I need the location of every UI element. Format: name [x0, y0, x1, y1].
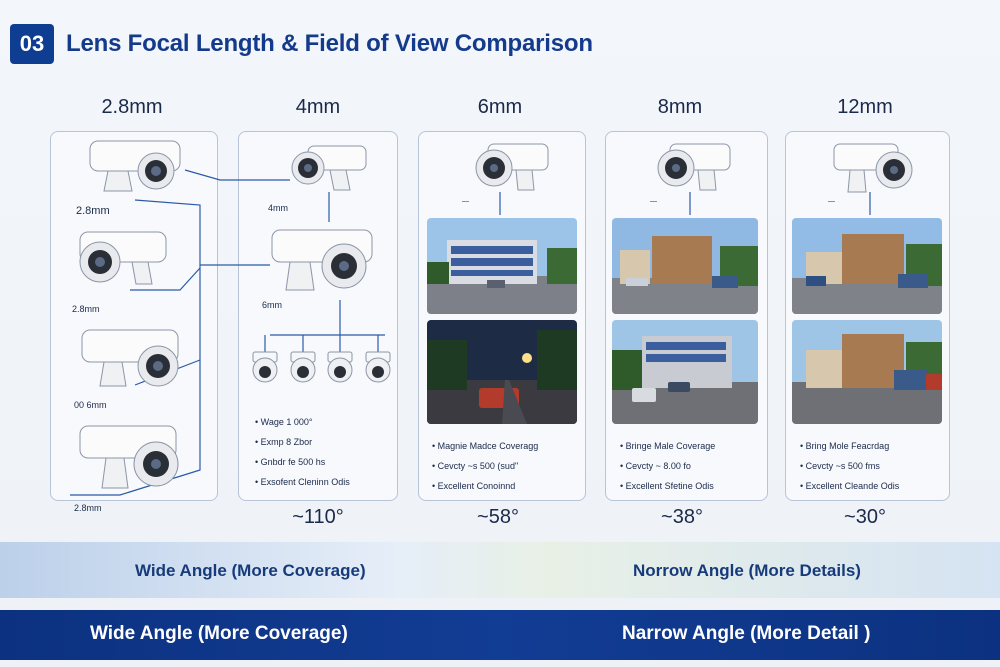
spec-list-6mm: Magnie Madce Coveragg Cevcty ~s 500 (sud…: [432, 436, 539, 496]
scene-photo-day-medium: [612, 218, 758, 314]
spec-item: Exmp 8 Zbor: [255, 432, 350, 452]
spec-item: Cevcty ~s 500 fms: [800, 456, 899, 476]
spec-item: Bringe Male Coverage: [620, 436, 716, 456]
dome-camera-icon: [290, 351, 316, 383]
spec-item: Wage 1 000°: [255, 412, 350, 432]
bullet-camera-icon: [271, 229, 373, 291]
lens-note: 6mm: [262, 300, 282, 310]
bullet-camera-icon: [79, 231, 167, 285]
dome-camera-icon: [327, 351, 353, 383]
fov-value: ~38°: [661, 506, 703, 528]
lens-label-2-8mm: 2.8mm: [101, 96, 163, 118]
narrow-angle-footer-label: Narrow Angle (More Detail ): [622, 623, 871, 644]
spec-item: Exsofent Cleninn Odis: [255, 472, 350, 492]
spec-item: Cevcty ~s 500 (sud": [432, 456, 538, 476]
lens-note: 2.8mm: [76, 205, 110, 217]
lens-label-4mm: 4mm: [295, 96, 341, 118]
angle-summary-band: Wide Angle (More Coverage) Norrow Angle …: [0, 542, 1000, 598]
spec-item: Excellent Sfetine Odis: [620, 476, 715, 496]
bullet-camera-icon: [79, 425, 179, 489]
lens-note: —: [462, 198, 469, 205]
narrow-angle-label: Norrow Angle (More Details): [633, 561, 861, 580]
spec-item: Cevcty ~ 8.00 fo: [620, 456, 715, 476]
spec-item: Excellent Conoinnd: [432, 476, 538, 496]
section-number-badge: 03: [10, 24, 54, 64]
scene-photo-night-wide: [427, 320, 577, 424]
spec-item: Gnbdr fe 500 hs: [255, 452, 350, 472]
header: 03 Lens Focal Length & Field of View Com…: [10, 24, 593, 64]
lens-label-12mm: 12mm: [837, 96, 893, 118]
scene-photo-day-street: [612, 320, 758, 424]
page-title: Lens Focal Length & Field of View Compar…: [66, 30, 593, 57]
angle-footer-band: Wide Angle (More Coverage) Narrow Angle …: [0, 610, 1000, 660]
lens-note: —: [828, 198, 835, 205]
spec-item: Magnie Madce Coveragg: [432, 436, 539, 456]
spec-list-8mm: Bringe Male Coverage Cevcty ~ 8.00 fo Ex…: [620, 436, 716, 496]
dome-camera-icon: [365, 351, 391, 383]
fov-value: ~30°: [844, 506, 886, 528]
fov-value: ~110°: [292, 506, 344, 528]
bullet-camera-icon: [657, 143, 731, 191]
spec-item: Bring Mole Feacrdag: [800, 436, 899, 456]
bullet-camera-icon: [833, 143, 913, 193]
spec-list-12mm: Bring Mole Feacrdag Cevcty ~s 500 fms Ex…: [800, 436, 900, 496]
bullet-camera-icon: [475, 143, 549, 191]
lens-note: 2.8mm: [72, 304, 100, 314]
wide-angle-footer-label: Wide Angle (More Coverage): [90, 623, 348, 644]
wide-angle-label: Wide Angle (More Coverage): [135, 561, 366, 580]
bullet-camera-icon: [291, 145, 367, 191]
scene-photo-day-wide: [427, 218, 577, 314]
lens-note: 2.8mm: [74, 503, 102, 513]
spec-item: Excellent Cleande Odis: [800, 476, 900, 496]
lens-note: —: [650, 198, 657, 205]
dome-camera-icon: [252, 351, 278, 383]
scene-photo-day-narrow: [792, 218, 942, 314]
lens-note: 00 6mm: [74, 400, 107, 410]
lens-note: 4mm: [268, 203, 288, 213]
scene-photo-day-detail: [792, 320, 942, 424]
bullet-camera-icon: [89, 140, 181, 192]
bullet-camera-icon: [81, 329, 179, 387]
lens-label-8mm: 8mm: [657, 96, 703, 118]
spec-list-4mm: Wage 1 000° Exmp 8 Zbor Gnbdr fe 500 hs …: [255, 412, 350, 492]
lens-label-6mm: 6mm: [477, 96, 523, 118]
fov-value: ~58°: [477, 506, 519, 528]
